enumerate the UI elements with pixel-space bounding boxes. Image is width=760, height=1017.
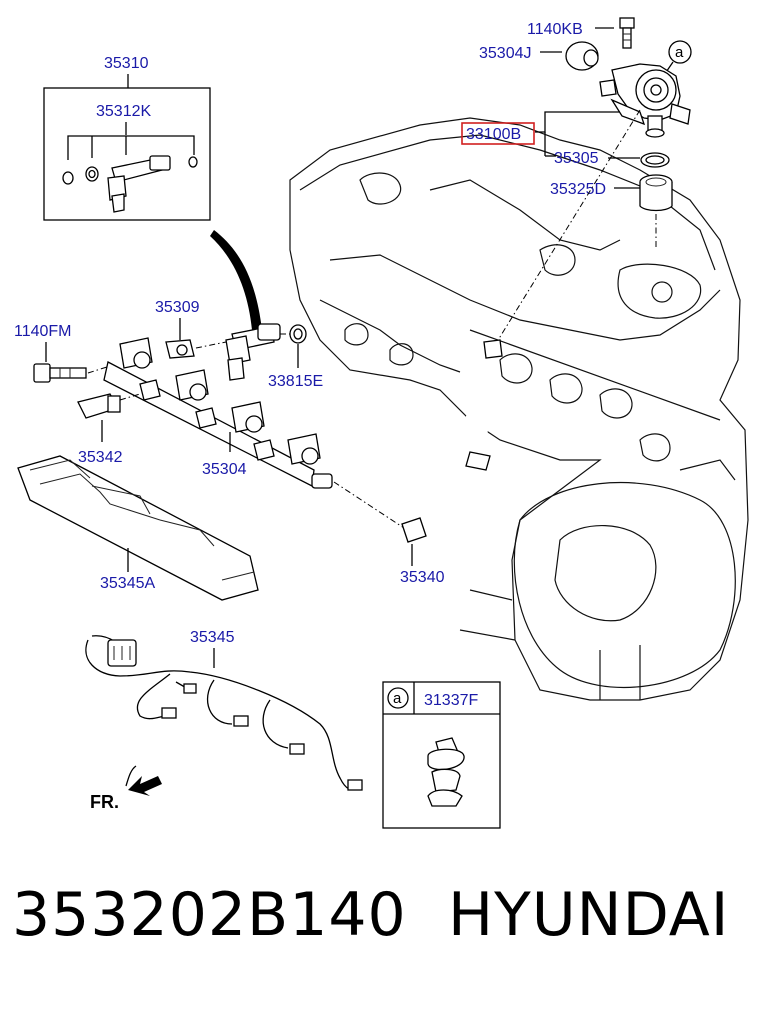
wiring-harness: 35345 — [85, 629, 363, 791]
label-35345A: 35345A — [100, 575, 155, 592]
label-35342: 35342 — [78, 449, 123, 466]
label-33100B: 33100B — [466, 126, 521, 143]
callout-a-letter: a — [675, 44, 684, 61]
pressure-sensor-icon — [77, 393, 141, 419]
fuel-pump-icon — [599, 63, 691, 138]
bolt-icon-1140FM — [33, 363, 87, 383]
label-35304: 35304 — [202, 461, 247, 478]
label-35309: 35309 — [155, 299, 200, 316]
inset-box-a: a 31337F — [382, 681, 501, 829]
fr-label: FR. — [90, 792, 119, 812]
label-35310: 35310 — [104, 55, 149, 72]
label-35325D: 35325D — [550, 181, 606, 198]
engine-block-drawing — [289, 117, 749, 701]
bolt-icon-1140KB — [619, 17, 635, 49]
label-1140FM: 1140FM — [14, 323, 72, 340]
injector-kit-box: 35310 35312K — [43, 55, 211, 221]
inset-a-letter: a — [393, 690, 402, 707]
label-35304J: 35304J — [479, 45, 532, 62]
callout-a-circle — [668, 40, 692, 64]
brand-text: HYUNDAI — [448, 880, 730, 950]
bushing-icon — [565, 41, 599, 71]
highlight-box-33100B — [461, 122, 535, 145]
label-35345: 35345 — [190, 629, 235, 646]
front-direction-indicator: FR. — [90, 776, 162, 812]
fuel-rail-area: 35309 33815E 1140FM — [14, 299, 405, 529]
part-number-text: 353202B140 — [12, 880, 407, 950]
clamp-icon-31337F — [427, 737, 465, 807]
front-arrow-icon — [128, 776, 162, 796]
footer-title: 353202B140 HYUNDAI — [0, 880, 760, 1000]
label-35305: 35305 — [554, 150, 599, 167]
big-black-arrow — [210, 230, 262, 330]
label-1140KB: 1140KB — [527, 21, 583, 38]
rail-cover: 35345A — [17, 455, 259, 601]
clip-icon-35309 — [165, 339, 195, 359]
label-33815E: 33815E — [268, 373, 323, 390]
pump-cluster: 1140KB 35304J a — [461, 17, 692, 346]
label-31337F: 31337F — [424, 692, 478, 709]
injector-icon-small — [107, 155, 171, 213]
injector-icon-main — [225, 323, 281, 381]
label-35340: 35340 — [400, 569, 445, 586]
sleeve-icon — [639, 174, 673, 212]
fuel-pipe: 35340 — [400, 339, 503, 586]
label-35312K: 35312K — [96, 103, 151, 120]
fuel-rail-icon — [103, 337, 333, 489]
